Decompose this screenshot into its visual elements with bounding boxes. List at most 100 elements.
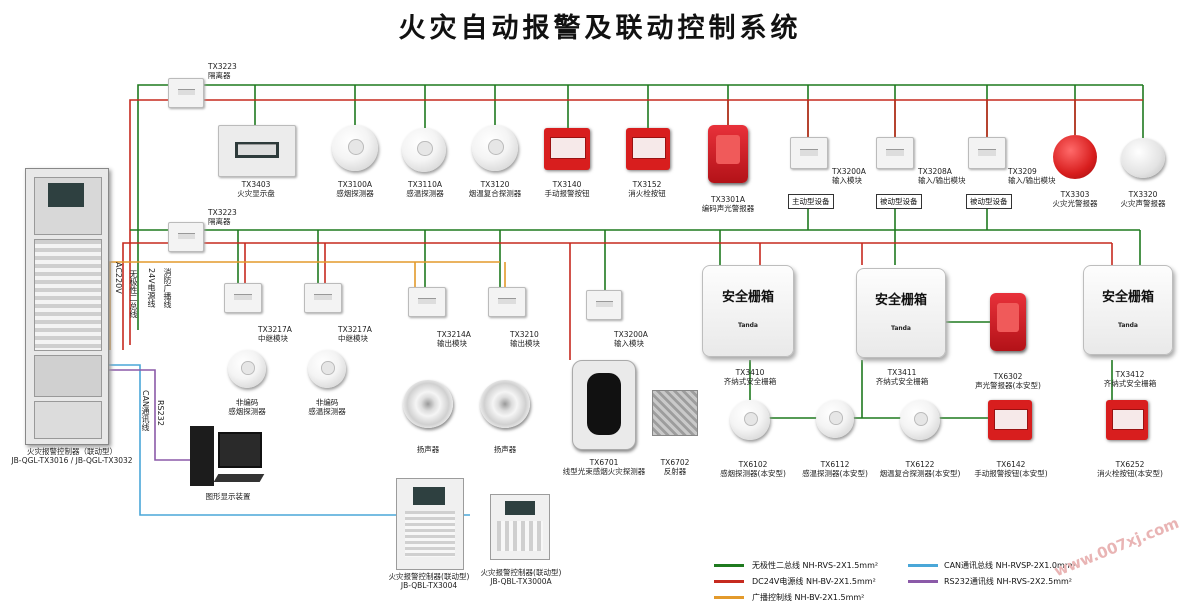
wire-label-bus: 无极性二总线 [129,270,138,318]
legend-item-4: RS232通讯线 NH-RVS-2X2.5mm² [944,577,1072,586]
beam-detector [572,360,636,450]
wire-label-24v: 24V电源线 [147,268,156,308]
manual-call-point [544,128,590,170]
legend-swatch-0 [714,564,744,567]
noncoded-heat-detector [308,350,346,388]
rs232-purple [105,369,190,461]
device-tag-active: 主动型设备 [788,194,834,209]
pc-keyboard [213,474,265,482]
legend-item-2: 广播控制线 NH-BV-2X1.5mm² [752,593,865,602]
ex-manual-call-point [988,400,1032,440]
heat-detector [402,128,446,172]
reflector [652,390,698,436]
controller-cabinet [25,168,109,445]
ex-hydrant-button [1106,400,1148,440]
speaker-label-a: 扬声器 [416,445,440,454]
ex-smoke-detector [730,400,770,440]
output-module-a [408,287,446,317]
bus-red2 [122,242,1113,360]
box-title-a: 安全栅箱 [721,290,774,305]
legend-swatch-1 [714,580,744,583]
bus-mid-green [130,200,1141,290]
legend-swatch-3 [908,564,938,567]
pc-monitor [218,432,262,468]
smoke-detector [332,125,378,171]
panel-a-label: 火灾报警控制器(联动型)JB-QBL-TX3004 [388,572,470,590]
device-tag-passive-b: 被动型设备 [966,194,1012,209]
cabinet-label: 火灾报警控制器（联动型）JB-QGL-TX3016 / JB-QGL-TX303… [11,447,133,465]
box-logo-b: Tanda [891,325,911,332]
sub-panel-b [490,494,550,560]
io-module-a [876,137,914,169]
legend-swatch-4 [908,580,938,583]
safety-barrier-box-a: 安全栅箱 Tanda [702,265,794,357]
wire-label-ac: AC220V [114,262,123,294]
ex-combo-detector [900,400,940,440]
ex-links [749,321,1113,419]
noncoded-label-0: 非编码感烟探测器 [228,398,266,416]
device-tag-passive-a: 被动型设备 [876,194,922,209]
output-module-b [488,287,526,317]
wire-label-can: CAN通讯线 [141,390,150,432]
legend-item-0: 无极性二总线 NH-RVS-2X1.5mm² [752,561,879,570]
relay-module-b [304,283,342,313]
box-logo-a: Tanda [738,322,758,329]
isolator-top [168,78,204,108]
coded-sounder-strobe [708,125,748,183]
page-title: 火灾自动报警及联动控制系统 [398,13,802,44]
noncoded-smoke-detector [228,350,266,388]
ex-sounder-strobe [990,293,1026,351]
legend-swatch-2 [714,596,744,599]
speaker-a [403,380,453,428]
hydrant-button [626,128,670,170]
sub-panel-a [396,478,464,570]
isolator-mid [168,222,204,252]
monitor-label: 图形显示装置 [205,492,251,501]
speaker-b [480,380,530,428]
wire-label-bcast: 消防广播线 [163,268,172,308]
noncoded-label-1: 非编码感温探测器 [308,398,346,416]
wire-label-rs232: RS232 [156,400,165,426]
ex-heat-detector [816,400,854,438]
panel-b-label: 火灾报警控制器(联动型)JB-QBL-TX3000A [480,568,562,586]
io-module-b [968,137,1006,169]
bus-top-red [129,99,1143,345]
input-module [790,137,828,169]
combo-detector [472,125,518,171]
sounder [1121,138,1165,178]
box-title-c: 安全栅箱 [1101,290,1154,305]
box-title-b: 安全栅箱 [874,293,927,308]
legend-item-1: DC24V电源线 NH-BV-2X1.5mm² [752,577,876,586]
legend-item-3: CAN通讯总线 NH-RVSP-2X1.0mm² [944,561,1076,570]
can-blue [105,364,470,516]
